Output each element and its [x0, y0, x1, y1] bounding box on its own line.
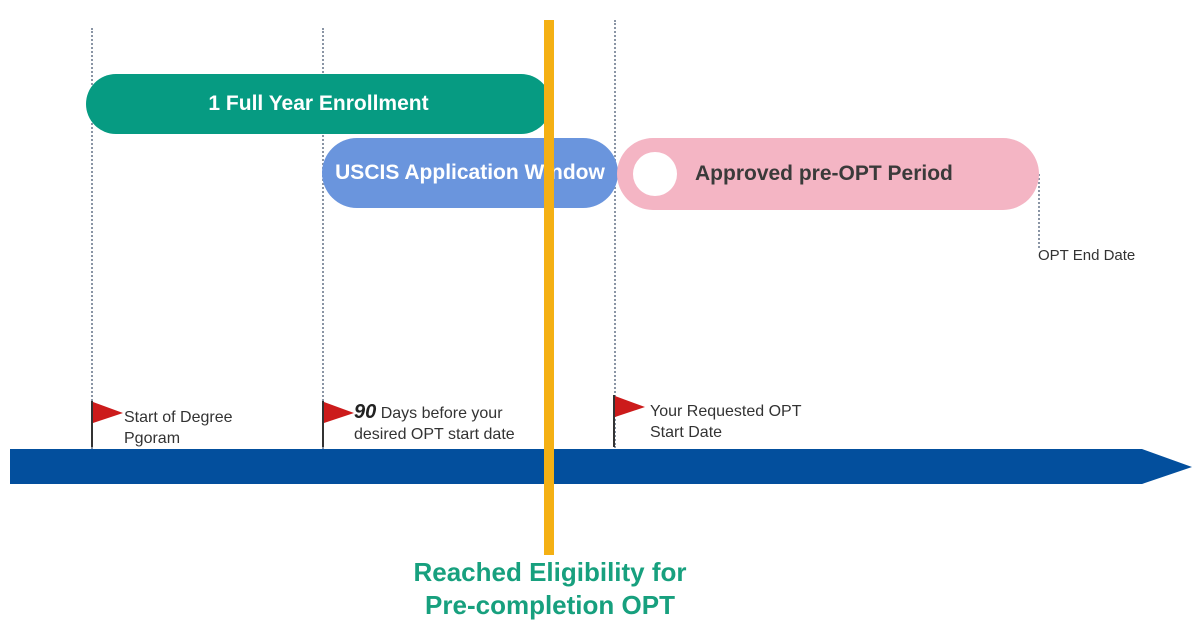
start-degree-line2: Pgoram: [124, 430, 181, 447]
guide-line-requested-start: [614, 20, 616, 448]
guide-line-opt-end: [1038, 174, 1040, 248]
approved-period-label: Approved pre-OPT Period: [695, 162, 953, 185]
requested-start-line1: Your Requested OPT: [650, 403, 802, 420]
ninety-days-line1: 90 Days before your: [354, 402, 515, 424]
ninety-days-label: 90 Days before your desired OPT start da…: [354, 402, 515, 445]
approved-period-bar: Approved pre-OPT Period: [617, 138, 1039, 210]
opt-end-label: OPT End Date: [1038, 247, 1136, 264]
ninety-days-line2: desired OPT start date: [354, 426, 515, 443]
circle-marker-icon: [633, 152, 677, 196]
caption-line1: Reached Eligibility for: [413, 557, 687, 587]
flag-icon: [91, 401, 123, 447]
enrollment-label: 1 Full Year Enrollment: [208, 92, 429, 115]
start-degree-label: Start of Degree Pgoram: [124, 407, 233, 449]
uscis-window-bar: USCIS Application Window: [322, 138, 618, 208]
uscis-window-label: USCIS Application Window: [335, 161, 605, 184]
guide-line-start-degree: [91, 28, 93, 484]
flag-icon: [613, 395, 645, 447]
eligibility-caption: Reached Eligibility for Pre-completion O…: [350, 556, 750, 622]
guide-line-90-days: [322, 28, 324, 484]
ninety-days-number: 90: [354, 401, 377, 423]
start-degree-line1: Start of Degree: [124, 409, 233, 426]
requested-start-label: Your Requested OPT Start Date: [650, 401, 802, 443]
timeline-arrow: [10, 449, 1192, 484]
enrollment-bar: 1 Full Year Enrollment: [86, 74, 551, 134]
eligibility-line: [544, 20, 554, 555]
flag-icon: [322, 401, 354, 447]
caption-line2: Pre-completion OPT: [425, 590, 675, 620]
ninety-days-text: Days before your: [376, 405, 503, 422]
requested-start-line2: Start Date: [650, 424, 723, 441]
